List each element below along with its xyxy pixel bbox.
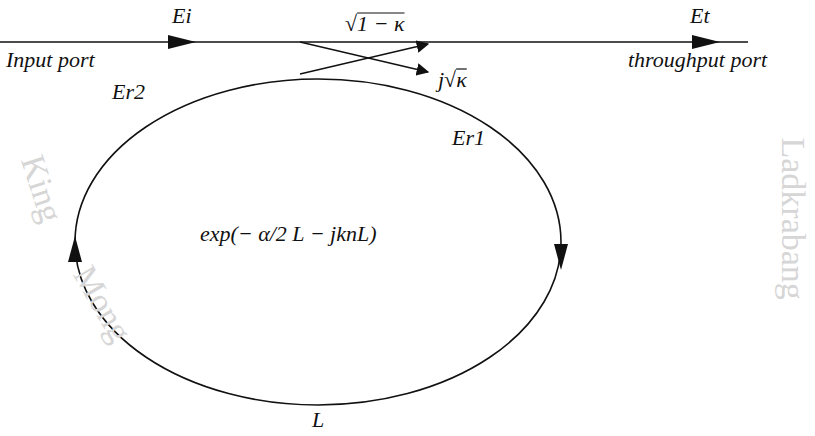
- watermark: King: [14, 151, 71, 227]
- watermark: Mong: [66, 259, 139, 348]
- output-arrow: [692, 35, 720, 49]
- bus-waveguide: [0, 41, 748, 43]
- field-label: Er2: [112, 80, 145, 104]
- port-label: Input port: [6, 48, 95, 72]
- ring-arrow: [554, 244, 568, 270]
- length-label: L: [312, 408, 324, 432]
- propagation-term: exp(− α/2 L − jknL): [200, 222, 376, 246]
- coupling-coefficient: √1 − κ: [345, 12, 404, 36]
- coupling-coefficient: j√κ: [438, 68, 467, 92]
- field-label: Er1: [452, 126, 485, 150]
- watermark: Ladkrabang: [774, 138, 811, 300]
- input-arrow: [168, 35, 196, 49]
- port-label: throughput port: [628, 48, 767, 72]
- coupling-line: [300, 44, 428, 74]
- field-label: Ei: [172, 4, 192, 28]
- field-label: Et: [690, 4, 710, 28]
- ring-arrow: [68, 236, 82, 262]
- ring-waveguide: [75, 79, 561, 405]
- coupling-line: [300, 42, 428, 72]
